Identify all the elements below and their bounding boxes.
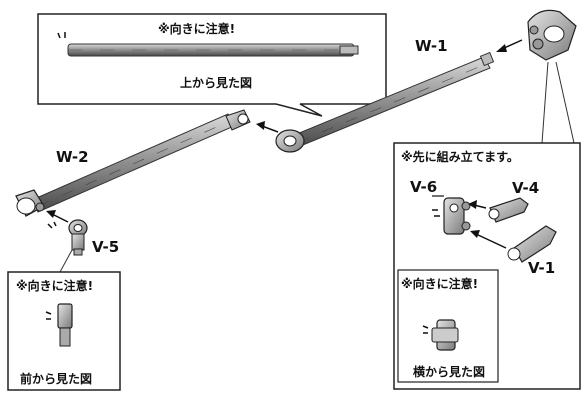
side-view-caption: 横から見た図 <box>413 364 485 379</box>
leader-line-v5 <box>59 249 73 273</box>
v5-label: V-5 <box>92 238 119 256</box>
arrow-connector-to-w1 <box>496 39 523 52</box>
arrow-v1-to-v6 <box>470 230 507 249</box>
v5-front-view-part <box>57 303 73 347</box>
w1-shaft <box>275 51 495 153</box>
front-view-orientation-mark <box>45 311 52 320</box>
v6-label: V-6 <box>410 178 437 196</box>
callout-top-view: ※向きに注意! 上から見た図 <box>37 13 387 117</box>
front-view-box: ※向きに注意! 前から見た図 <box>7 271 121 391</box>
v6-side-view-part <box>431 319 459 351</box>
connector-assembly <box>527 9 577 61</box>
orientation-caution-note-top: ※向きに注意! <box>158 21 235 36</box>
leader-line-right <box>555 61 575 144</box>
arrow-w1-to-w2 <box>256 121 279 133</box>
v1-label: V-1 <box>528 259 555 277</box>
top-view-caption: 上から見た図 <box>180 75 252 90</box>
v6-orientation-mark <box>432 209 440 217</box>
w2-shaft <box>15 109 251 217</box>
v4-label: V-4 <box>512 179 539 197</box>
side-view-orientation-mark <box>422 325 429 334</box>
orientation-caution-note-front: ※向きに注意! <box>16 278 93 293</box>
subassembly-box: ※先に組み立てます。 V-6 V-4 V-1 <box>393 142 581 390</box>
assemble-first-note: ※先に組み立てます。 <box>401 149 519 164</box>
arrow-v5-to-w2 <box>46 210 69 223</box>
orientation-caution-note-side: ※向きに注意! <box>401 276 478 291</box>
w2-label: W-2 <box>56 148 89 166</box>
v5-part <box>68 219 88 256</box>
front-view-caption: 前から見た図 <box>20 371 92 386</box>
w1-label: W-1 <box>415 37 448 55</box>
orientation-mark-top <box>57 32 66 39</box>
w1-top-view-shaft <box>67 43 359 57</box>
v1-part <box>507 225 557 263</box>
v4-part <box>488 197 529 223</box>
leader-line-left <box>541 61 549 144</box>
arrow-v4-to-v6 <box>468 200 487 209</box>
w2-orientation-mark <box>47 221 57 229</box>
